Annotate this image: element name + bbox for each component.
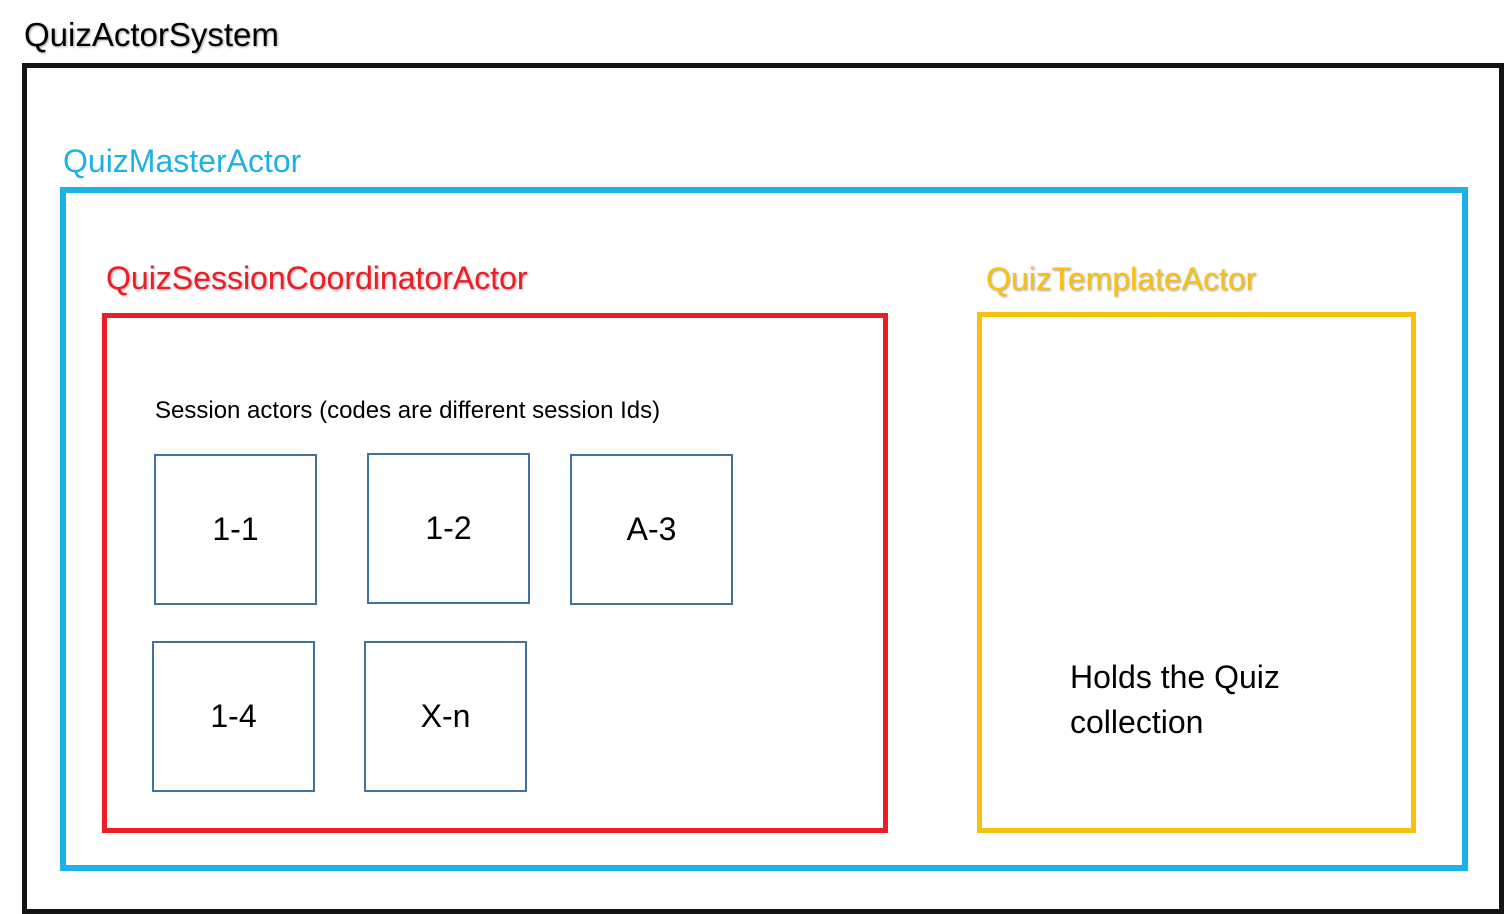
coordinator-actor-title: QuizSessionCoordinatorActor <box>106 260 528 296</box>
system-container <box>22 63 1504 914</box>
session-actor-box: A-3 <box>570 454 733 605</box>
coordinator-actor-container <box>102 313 888 833</box>
session-actor-box: 1-2 <box>367 453 530 604</box>
master-actor-title: QuizMasterActor <box>63 143 302 179</box>
template-actor-title: QuizTemplateActor <box>986 261 1257 297</box>
system-title: QuizActorSystem <box>24 16 279 53</box>
master-actor-container <box>60 187 1468 871</box>
template-actor-description: Holds the Quiz collection <box>1070 659 1280 740</box>
session-actor-box: 1-1 <box>154 454 317 605</box>
template-actor-container <box>977 312 1416 833</box>
session-actor-box: 1-4 <box>152 641 315 792</box>
session-actors-caption: Session actors (codes are different sess… <box>155 397 661 424</box>
session-actor-box: X-n <box>364 641 527 792</box>
